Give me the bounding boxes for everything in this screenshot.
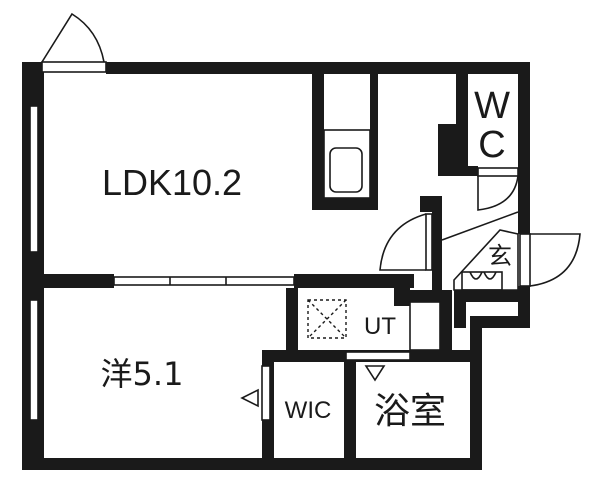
wall-south — [22, 458, 482, 470]
window-ldk-west — [29, 105, 39, 253]
wall-nw-corner — [22, 62, 42, 72]
bath-wall-west — [344, 362, 356, 460]
kitchen-wall-left — [312, 74, 324, 208]
sink-icon — [329, 147, 363, 193]
wall-divider-left — [22, 274, 114, 288]
ut-wall-north-right — [406, 290, 450, 302]
ldk-divider — [22, 274, 414, 288]
wc-door-swing — [477, 175, 519, 211]
wc-pillar — [438, 124, 456, 172]
kitchen-wall-bottom — [312, 198, 378, 210]
ut-cabinet — [409, 301, 441, 351]
wall-east-upper — [518, 62, 530, 234]
ut-label: UT — [364, 313, 396, 340]
ldk-door-swing — [379, 213, 427, 271]
wc-label-top: W — [474, 85, 510, 127]
wic-door-jamb — [261, 365, 271, 421]
entrance-door-swing — [529, 233, 581, 287]
ldk-label: LDK10.2 — [102, 162, 242, 203]
wic-label: WIC — [285, 397, 332, 424]
kitchen — [312, 74, 378, 210]
entrance-wall-bottom — [454, 290, 530, 302]
bath-door-sill — [345, 351, 411, 361]
bath: 浴室 — [262, 350, 472, 460]
hall-step-line — [441, 211, 519, 241]
wc-label-bottom: C — [478, 124, 505, 166]
washer-cross-b — [307, 299, 347, 339]
wic-door-arrow-icon — [240, 388, 259, 408]
ldk-door-jamb — [425, 213, 433, 271]
entrance-door-sill — [519, 233, 531, 287]
hall-wall-left — [432, 196, 442, 290]
wall-east-bottom — [470, 316, 482, 470]
wall-divider-right — [294, 274, 414, 288]
wic: WIC — [240, 350, 332, 460]
shoe-icon — [469, 271, 497, 280]
wc-wall-west — [456, 74, 468, 172]
wc-wall-south-left — [438, 166, 478, 176]
entrance-label: 玄 — [488, 242, 512, 270]
north-door-sill — [41, 61, 107, 73]
wc-door-sill — [477, 167, 519, 177]
north-door — [41, 12, 107, 73]
ut-wall-west — [286, 288, 298, 352]
bath-door-arrow-icon — [364, 365, 386, 382]
wall-east-step — [470, 316, 530, 328]
window-western-west — [29, 299, 39, 421]
wc: W C — [438, 74, 519, 211]
western-room-label: 洋5.1 — [101, 355, 184, 393]
utility: UT — [286, 280, 452, 352]
north-door-swing — [41, 12, 105, 63]
outer-walls — [22, 62, 530, 470]
entrance-wall-left — [454, 290, 466, 328]
wall-north — [106, 62, 530, 74]
windows — [29, 105, 39, 421]
sliding-door-strip — [113, 276, 295, 286]
ut-wall-east — [440, 290, 452, 352]
hall: 玄 — [379, 196, 581, 328]
kitchen-wall-right — [370, 74, 378, 210]
bath-label: 浴室 — [374, 391, 446, 432]
washer-space-icon — [307, 299, 347, 339]
